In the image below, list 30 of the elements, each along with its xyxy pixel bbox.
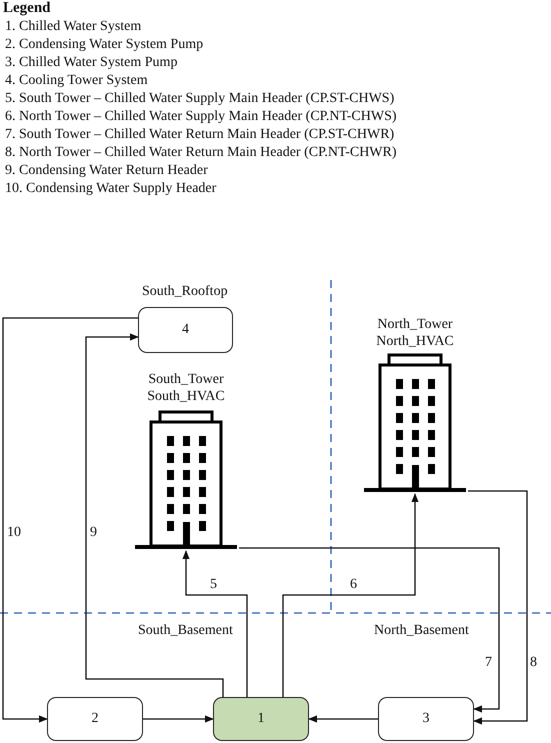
- legend-item: 7. South Tower – Chilled Water Return Main Header (CP.ST-CHWR): [5, 127, 394, 143]
- legend-item: 5. South Tower – Chilled Water Supply Main Header (CP.ST-CHWS): [5, 91, 394, 107]
- zone-label: South_Rooftop: [142, 284, 228, 300]
- building-label: North_HVAC: [375, 333, 455, 350]
- component-box: 2: [47, 697, 143, 741]
- component-box: 4: [138, 307, 233, 353]
- component-box: 1: [213, 697, 309, 741]
- legend-item: 10. Condensing Water Supply Header: [5, 181, 216, 197]
- zone-label: South_Basement: [138, 623, 233, 639]
- pipe-arrow: [182, 550, 248, 697]
- legend-item: 4. Cooling Tower System: [5, 73, 148, 89]
- pipe-arrow: [282, 493, 419, 697]
- legend-heading: Legend: [3, 0, 51, 16]
- legend-item: 6. North Tower – Chilled Water Supply Main Header (CP.NT-CHWS): [5, 109, 397, 125]
- pipe-arrow: [308, 715, 378, 723]
- legend-item: 2. Condensing Water System Pump: [5, 37, 204, 53]
- building-label: North_Tower: [376, 316, 454, 333]
- building-label: South_Tower: [147, 371, 225, 388]
- pipe-arrow: [85, 333, 224, 697]
- pipe-arrow: [468, 490, 528, 725]
- legend-item: 9. Condensing Water Return Header: [5, 163, 208, 179]
- component-box: 3: [378, 697, 474, 741]
- legend-item: 3. Chilled Water System Pump: [5, 55, 178, 71]
- zone-label: North_Basement: [374, 623, 469, 639]
- pipe-arrow: [143, 715, 214, 723]
- pipe-arrow: [239, 547, 500, 713]
- legend-item: 8. North Tower – Chilled Water Return Main Header (CP.NT-CHWR): [5, 145, 397, 161]
- legend-item: 1. Chilled Water System: [5, 19, 142, 35]
- building-label: South_HVAC: [146, 388, 226, 405]
- pipe-arrow: [2, 317, 138, 723]
